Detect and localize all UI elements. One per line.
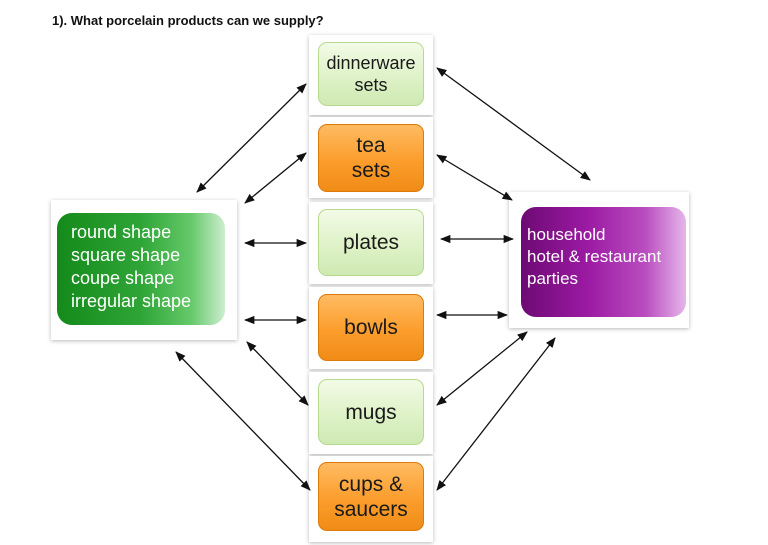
arrow-cups-usage — [436, 337, 556, 491]
mugs-label: mugs — [345, 400, 397, 424]
arrow-shapes-dinnerware — [196, 83, 307, 193]
cups-saucers-line-1: cups & — [338, 472, 404, 496]
usage-node: household hotel & restaurant parties — [521, 207, 686, 317]
cups-saucers-line-2: saucers — [334, 497, 408, 521]
arrow-mugs-usage — [436, 331, 528, 406]
shape-line-3: coupe shape — [71, 268, 175, 288]
cups-saucers-node: cups & saucers — [318, 462, 424, 531]
tea-sets-line-2: sets — [351, 159, 391, 182]
shape-line-4: irregular shape — [71, 291, 192, 311]
usage-line-2: hotel & restaurant — [527, 247, 662, 266]
usage-line-1: household — [527, 225, 606, 244]
dinnerware-sets-node: dinnerware sets — [318, 42, 424, 106]
bowls-label: bowls — [344, 316, 398, 339]
arrow-shapes-mugs — [246, 341, 309, 406]
arrow-shapes-tea — [244, 152, 307, 204]
plates-label: plates — [342, 231, 400, 254]
dinnerware-sets-line-1: dinnerware — [326, 53, 416, 73]
bowls-node: bowls — [318, 294, 424, 361]
page-title: 1). What porcelain products can we suppl… — [52, 13, 324, 28]
shapes-node: round shape square shape coupe shape irr… — [57, 213, 225, 325]
arrow-shapes-cups — [175, 351, 311, 491]
shape-line-1: round shape — [71, 222, 172, 242]
shape-line-2: square shape — [71, 245, 181, 265]
dinnerware-sets-line-2: sets — [354, 75, 388, 95]
tea-sets-node: tea sets — [318, 124, 424, 192]
arrow-tea-usage — [436, 154, 513, 201]
arrow-dinnerware-usage — [436, 67, 591, 181]
plates-node: plates — [318, 209, 424, 276]
tea-sets-line-1: tea — [356, 134, 386, 157]
usage-line-3: parties — [527, 269, 579, 288]
mugs-node: mugs — [318, 379, 424, 445]
